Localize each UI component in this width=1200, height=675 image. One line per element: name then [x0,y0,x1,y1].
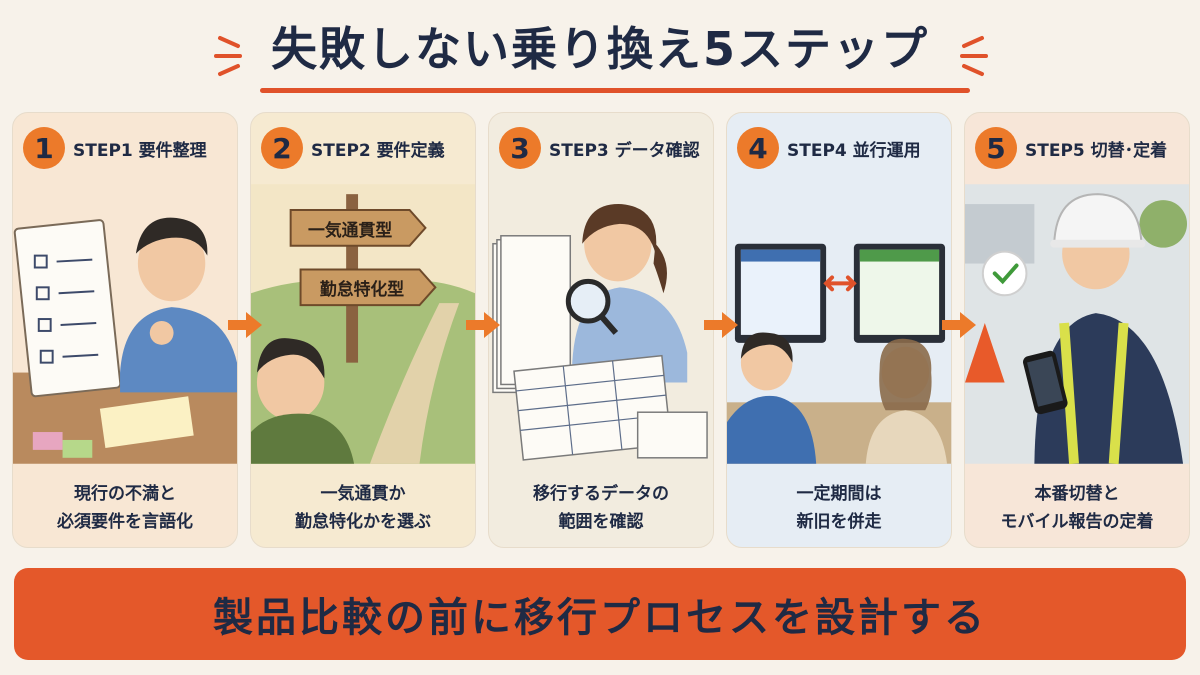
title-area: 失敗しない乗り換え5ステップ [0,0,1200,100]
arrow-right-icon [942,312,976,338]
step-desc-3-line2: 範囲を確認 [558,512,644,532]
step-desc-2-line2: 勤怠特化かを選ぶ [295,512,431,532]
step-badge-1: 1 [23,127,65,169]
step-header-2: 2 STEP2 要件定義 [251,113,475,183]
step-card-1: 1 STEP1 要件整理 [12,112,238,548]
arrow-right-icon [228,312,262,338]
spark-right-icon [960,36,988,76]
steps-row: 1 STEP1 要件整理 [12,112,1190,550]
step-desc-1-line2: 必須要件を言語化 [57,512,193,532]
step-desc-4-line1: 一定期間は [796,484,882,504]
step-desc-1-line1: 現行の不満と [74,484,176,504]
step-label-4: STEP4 並行運用 [787,140,921,161]
step-desc-2-line1: 一気通貫か [320,484,406,504]
title-underline [260,88,970,93]
step-desc-2: 一気通貫か 勤怠特化かを選ぶ [251,473,475,543]
checklist-person-icon [13,183,237,465]
step-desc-4-line2: 新旧を併走 [796,512,882,532]
step-desc-5: 本番切替と モバイル報告の定着 [965,473,1189,543]
summary-banner: 製品比較の前に移行プロセスを設計する [14,568,1186,660]
step-desc-1: 現行の不満と 必須要件を言語化 [13,473,237,543]
step-badge-5: 5 [975,127,1017,169]
arrow-right-icon [466,312,500,338]
step-desc-5-line1: 本番切替と [1034,484,1120,504]
step-header-4: 4 STEP4 並行運用 [727,113,951,183]
step-label-3: STEP3 データ確認 [549,140,700,161]
step-desc-4: 一定期間は 新旧を併走 [727,473,951,543]
step-label-2: STEP2 要件定義 [311,140,445,161]
worker-smartphone-icon [965,183,1189,465]
spark-left-icon [214,36,242,76]
step-label-1: STEP1 要件整理 [73,140,207,161]
step-card-2: 2 STEP2 要件定義 一気通貫型 勤怠特化型 一気通貫か 勤怠特化かを選ぶ [250,112,476,548]
step-badge-2: 2 [261,127,303,169]
sign-bottom-text: 勤怠特化型 [320,279,404,299]
signpost-icon: 一気通貫型 勤怠特化型 [251,183,475,465]
step-desc-5-line2: モバイル報告の定着 [1000,512,1154,532]
arrow-right-icon [704,312,738,338]
step-badge-4: 4 [737,127,779,169]
step-card-4: 4 STEP4 並行運用 一定期間は 新旧を [726,112,952,548]
step-desc-3-line1: 移行するデータの [533,484,669,504]
step-header-5: 5 STEP5 切替･定着 [965,113,1189,183]
page-title: 失敗しない乗り換え5ステップ [270,22,929,76]
banner-text: 製品比較の前に移行プロセスを設計する [213,595,987,641]
step-header-3: 3 STEP3 データ確認 [489,113,713,183]
step-badge-3: 3 [499,127,541,169]
step-label-5: STEP5 切替･定着 [1025,140,1168,161]
step-header-1: 1 STEP1 要件整理 [13,113,237,183]
step-card-3: 3 STEP3 データ確認 [488,112,714,548]
step-desc-3: 移行するデータの 範囲を確認 [489,473,713,543]
sign-top-text: 一気通貫型 [308,220,392,240]
magnifier-documents-icon [489,183,713,465]
step-card-5: 5 STEP5 切替･定着 本番切替と モバイル報告の定着 [964,112,1190,548]
dual-monitor-icon [727,183,951,465]
